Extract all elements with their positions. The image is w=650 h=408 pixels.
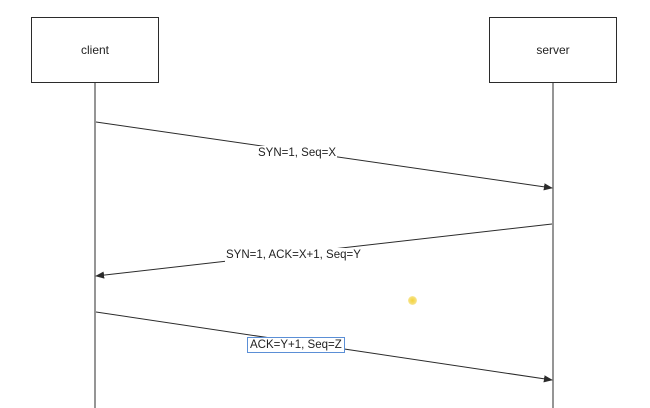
message-label-3-selected[interactable]: ACK=Y+1, Seq=Z — [247, 337, 345, 353]
message-label-2[interactable]: SYN=1, ACK=X+1, Seq=Y — [225, 248, 362, 262]
client-actor-box[interactable]: client — [31, 17, 159, 83]
client-actor-label: client — [80, 43, 109, 57]
server-actor-box[interactable]: server — [489, 17, 617, 83]
message-label-1[interactable]: SYN=1, Seq=X — [257, 146, 337, 160]
server-actor-label: server — [536, 43, 570, 57]
pointer-highlight-icon — [408, 296, 417, 305]
